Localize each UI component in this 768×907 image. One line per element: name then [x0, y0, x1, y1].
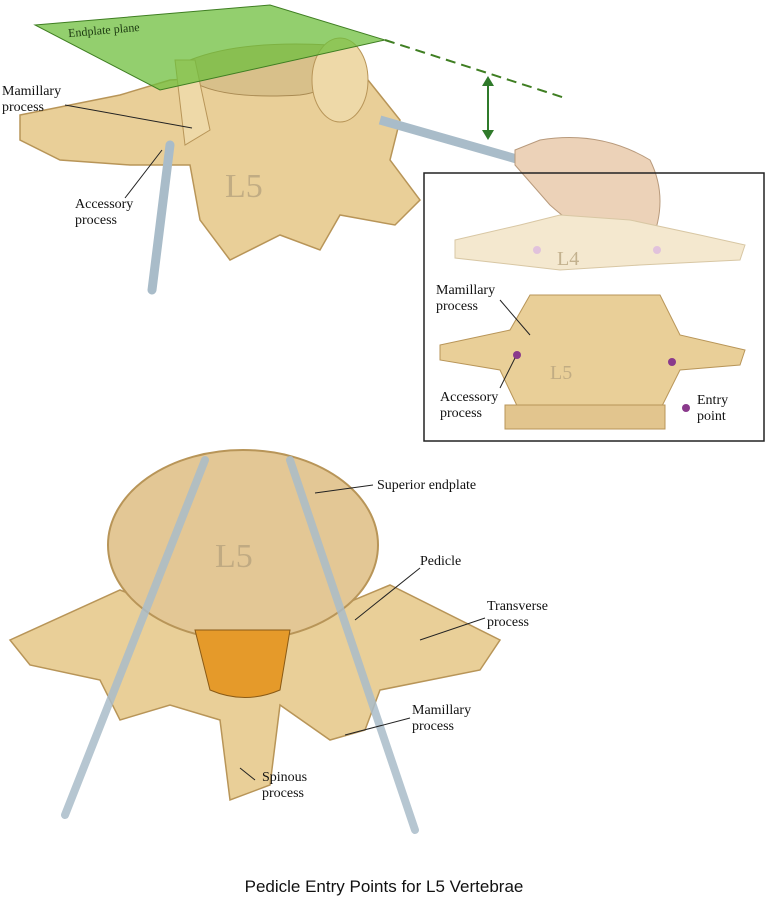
- bottom-vertebra-label: L5: [215, 538, 253, 575]
- pedicle-label: Pedicle: [420, 554, 462, 569]
- top-vertebra-illustration: [19, 4, 661, 295]
- inset-illustration: [423, 172, 765, 442]
- transverse-process-label: Transverse process: [487, 599, 548, 630]
- top-mamillary-label: Mamillary process: [2, 84, 62, 115]
- bottom-mamillary-label: Mamillary process: [412, 703, 472, 734]
- pedicle-screw-rod: [286, 456, 419, 834]
- entry-point-legend-marker: [682, 404, 690, 412]
- top-accessory-label: Accessory process: [75, 197, 134, 228]
- inset-l4-label: L4: [557, 248, 580, 270]
- bottom-vertebra-illustration: [8, 449, 502, 834]
- top-vertebra-label: L5: [225, 168, 263, 205]
- inset-l5-label: L5: [550, 362, 573, 384]
- inset-mamillary-label: Mamillary process: [436, 283, 496, 314]
- superior-endplate-label: Superior endplate: [377, 478, 477, 493]
- pedicle-screw-rod: [147, 140, 175, 295]
- entry-point-marker: [513, 351, 521, 359]
- entry-point-marker: [668, 358, 676, 366]
- pedicle-screw-rod: [378, 115, 522, 165]
- figure-caption: Pedicle Entry Points for L5 Vertebrae: [244, 877, 524, 896]
- inset-accessory-label: Accessory process: [440, 390, 499, 421]
- pedicle-screw-rod: [61, 456, 209, 819]
- entry-point-label: Entry point: [697, 393, 729, 424]
- spinous-process-label: Spinous process: [262, 770, 308, 801]
